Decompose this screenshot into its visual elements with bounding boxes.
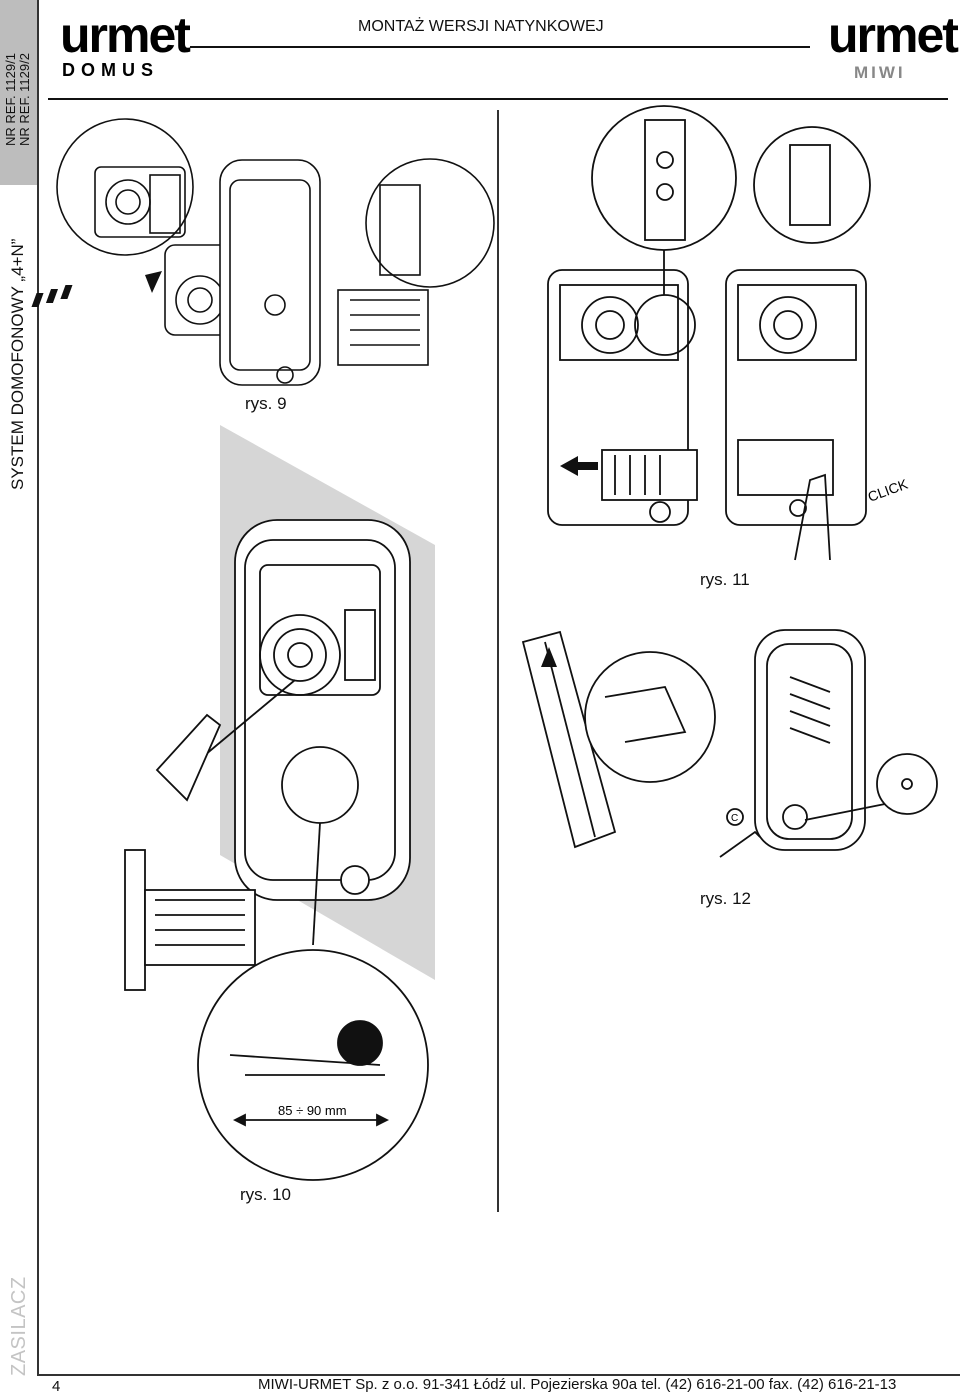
page-title: MONTAŻ WERSJI NATYNKOWEJ [358,18,604,35]
figure-9-drawing [31,118,495,386]
svg-text:MIWI: MIWI [854,63,906,82]
figure-10-drawing: 85 ÷ 90 mm [124,425,435,1181]
system-title: SYSTEM DOMOFONOWY „4+N” [8,238,27,490]
figure-12-caption: rys. 12 [700,889,752,908]
figure-9-caption: rys. 9 [245,394,287,413]
figure-11-drawing: CLICK [547,105,911,561]
svg-text:urmet: urmet [60,7,191,63]
urmet-domus-logo: urmet DOMUS [58,6,193,80]
sidebar-divider [37,0,39,1375]
svg-text:urmet: urmet [828,7,959,63]
urmet-miwi-logo-graphic: urmet MIWI [828,7,960,82]
header-divider [48,98,948,100]
sidebar-header-block [0,0,37,185]
click-label: CLICK [866,475,911,504]
urmet-domus-logo-graphic: urmet DOMUS [60,7,193,80]
svg-text:DOMUS: DOMUS [62,60,159,80]
dimension-label: 85 ÷ 90 mm [278,1103,347,1118]
ref-number-2: NR REF. 1129/2 [17,53,32,146]
footer-address: MIWI-URMET Sp. z o.o. 91-341 Łódź ul. Po… [258,1376,897,1393]
page-number: 4 [52,1378,61,1395]
figure-11-caption: rys. 11 [700,570,750,589]
ref-number-1: NR REF. 1129/1 [3,53,18,146]
figure-10-caption: rys. 10 [240,1185,292,1204]
figure-12-drawing: C [521,629,938,858]
section-label: ZASILACZ [8,1276,30,1376]
urmet-miwi-logo: urmet MIWI [826,6,960,82]
column-divider [497,110,499,1212]
footer-rule [37,1374,960,1376]
marker-label: C [731,813,738,824]
header-rule [190,46,810,48]
